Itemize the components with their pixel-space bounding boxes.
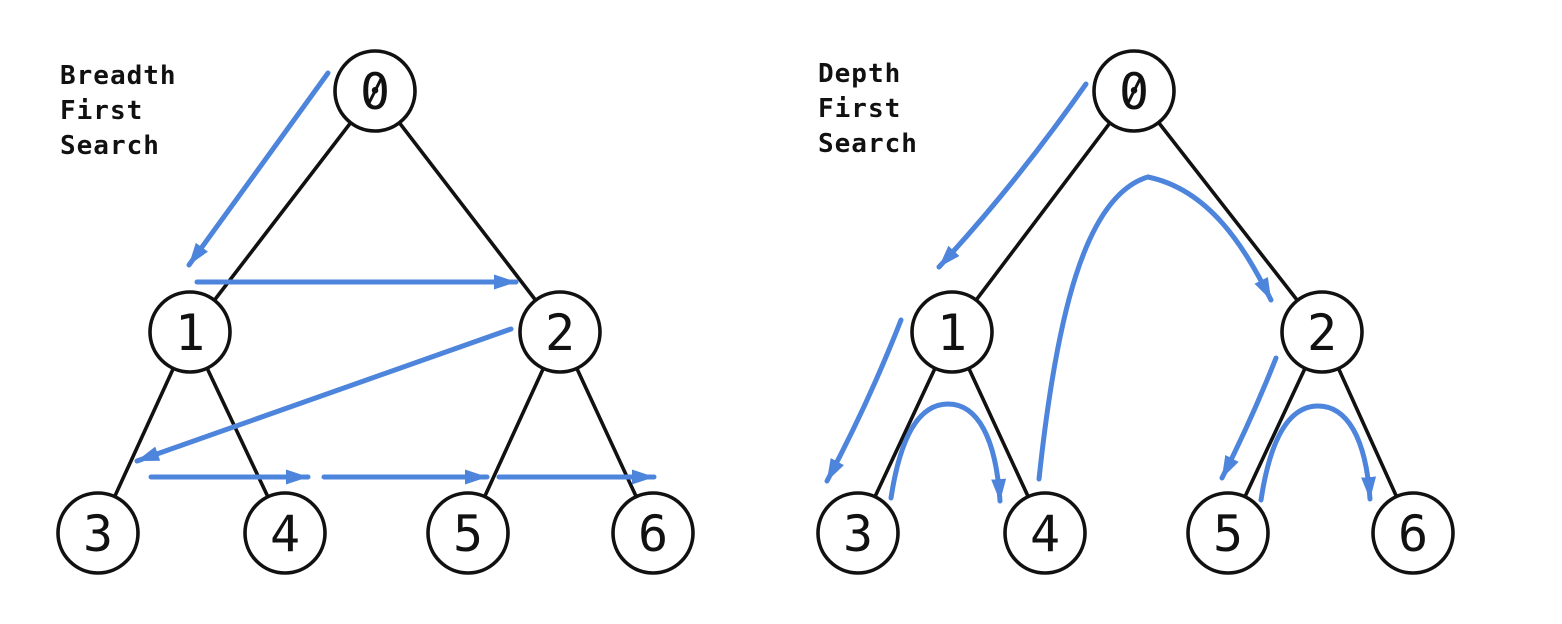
bfs-node-1-label: 1 bbox=[175, 304, 205, 362]
bfs-node-5 bbox=[426, 491, 510, 575]
dfs-node-3-label: 3 bbox=[843, 505, 873, 563]
dfs-node-1 bbox=[910, 290, 994, 374]
dfs-node-6-label: 6 bbox=[1398, 505, 1428, 563]
dfs-edge-0-1 bbox=[950, 89, 1136, 334]
dfs-node-4-label: 4 bbox=[1030, 505, 1060, 563]
bfs-node-2-label: 2 bbox=[545, 304, 575, 362]
bfs-node-2 bbox=[518, 290, 602, 374]
bfs-node-1 bbox=[148, 290, 232, 374]
bfs-edge-0-2 bbox=[373, 89, 562, 334]
dfs-node-2 bbox=[1280, 290, 1364, 374]
bfs-title-line-1: Breadth bbox=[60, 61, 177, 91]
bfs-node-4-label: 4 bbox=[270, 505, 300, 563]
dfs-node-2-label: 2 bbox=[1307, 304, 1337, 362]
bfs-diagram: BreadthFirstSearch0123456 bbox=[56, 49, 695, 575]
dfs-edge-0-2 bbox=[1132, 89, 1324, 334]
dfs-arrow-3-4 bbox=[888, 401, 1007, 504]
slashed-zero-mark bbox=[1126, 76, 1142, 106]
dfs-node-4 bbox=[1003, 491, 1087, 575]
dfs-arrow-0-1 bbox=[936, 81, 1089, 270]
bfs-node-6-label: 6 bbox=[638, 505, 668, 563]
bfs-node-5-label: 5 bbox=[453, 505, 483, 563]
dfs-node-5 bbox=[1186, 491, 1270, 575]
bfs-arrow-2-3 bbox=[134, 326, 514, 464]
bfs-title-line-2: First bbox=[60, 96, 143, 126]
bfs-edge-0-1 bbox=[188, 89, 377, 334]
dfs-node-3 bbox=[816, 491, 900, 575]
bfs-node-3-label: 3 bbox=[83, 505, 113, 563]
dfs-title-line-3: Search bbox=[818, 129, 918, 159]
dfs-title-line-1: Depth bbox=[818, 59, 901, 89]
bfs-node-3 bbox=[56, 491, 140, 575]
dfs-node-1-label: 1 bbox=[937, 304, 967, 362]
bfs-arrow-0-1 bbox=[186, 70, 331, 268]
bfs-node-6 bbox=[611, 491, 695, 575]
bfs-node-4 bbox=[243, 491, 327, 575]
dfs-node-6 bbox=[1371, 491, 1455, 575]
bfs-title-line-3: Search bbox=[60, 131, 160, 161]
dfs-arrow-2-5 bbox=[1219, 355, 1279, 481]
dfs-arrow-4-2 bbox=[1036, 174, 1274, 482]
dfs-title-line-2: First bbox=[818, 94, 901, 124]
dfs-arrow-1-3 bbox=[824, 317, 904, 484]
slashed-zero-mark bbox=[367, 76, 383, 106]
dfs-diagram: DepthFirstSearch0123456 bbox=[816, 49, 1455, 575]
dfs-node-5-label: 5 bbox=[1213, 505, 1243, 563]
dfs-arrow-5-6 bbox=[1258, 403, 1377, 503]
